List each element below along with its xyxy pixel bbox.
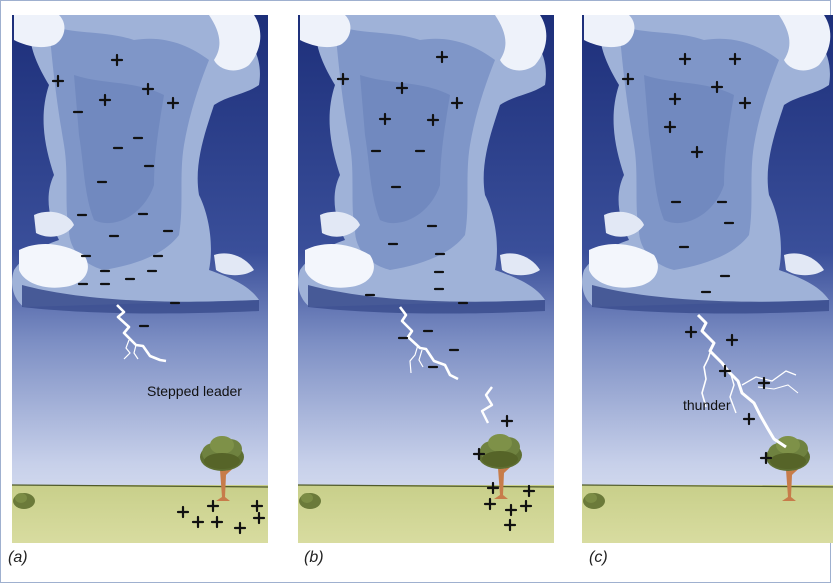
ground bbox=[582, 485, 833, 543]
stepped-leader-label: Stepped leader bbox=[147, 383, 242, 399]
panel-b bbox=[298, 15, 554, 543]
caption-a: (a) bbox=[8, 549, 28, 566]
caption-b: (b) bbox=[304, 549, 324, 566]
upward-streamer bbox=[480, 386, 494, 424]
stepped-leader-bolt bbox=[116, 304, 167, 363]
panel-c: thunder bbox=[582, 15, 833, 543]
ground bbox=[298, 485, 554, 543]
ground bbox=[12, 485, 268, 543]
return-stroke-bolt bbox=[696, 313, 787, 449]
caption-c: (c) bbox=[589, 549, 608, 566]
stepped-leader-bolt bbox=[398, 306, 459, 381]
panel-a: Stepped leader bbox=[12, 15, 268, 543]
thunder-label: thunder bbox=[683, 397, 731, 413]
